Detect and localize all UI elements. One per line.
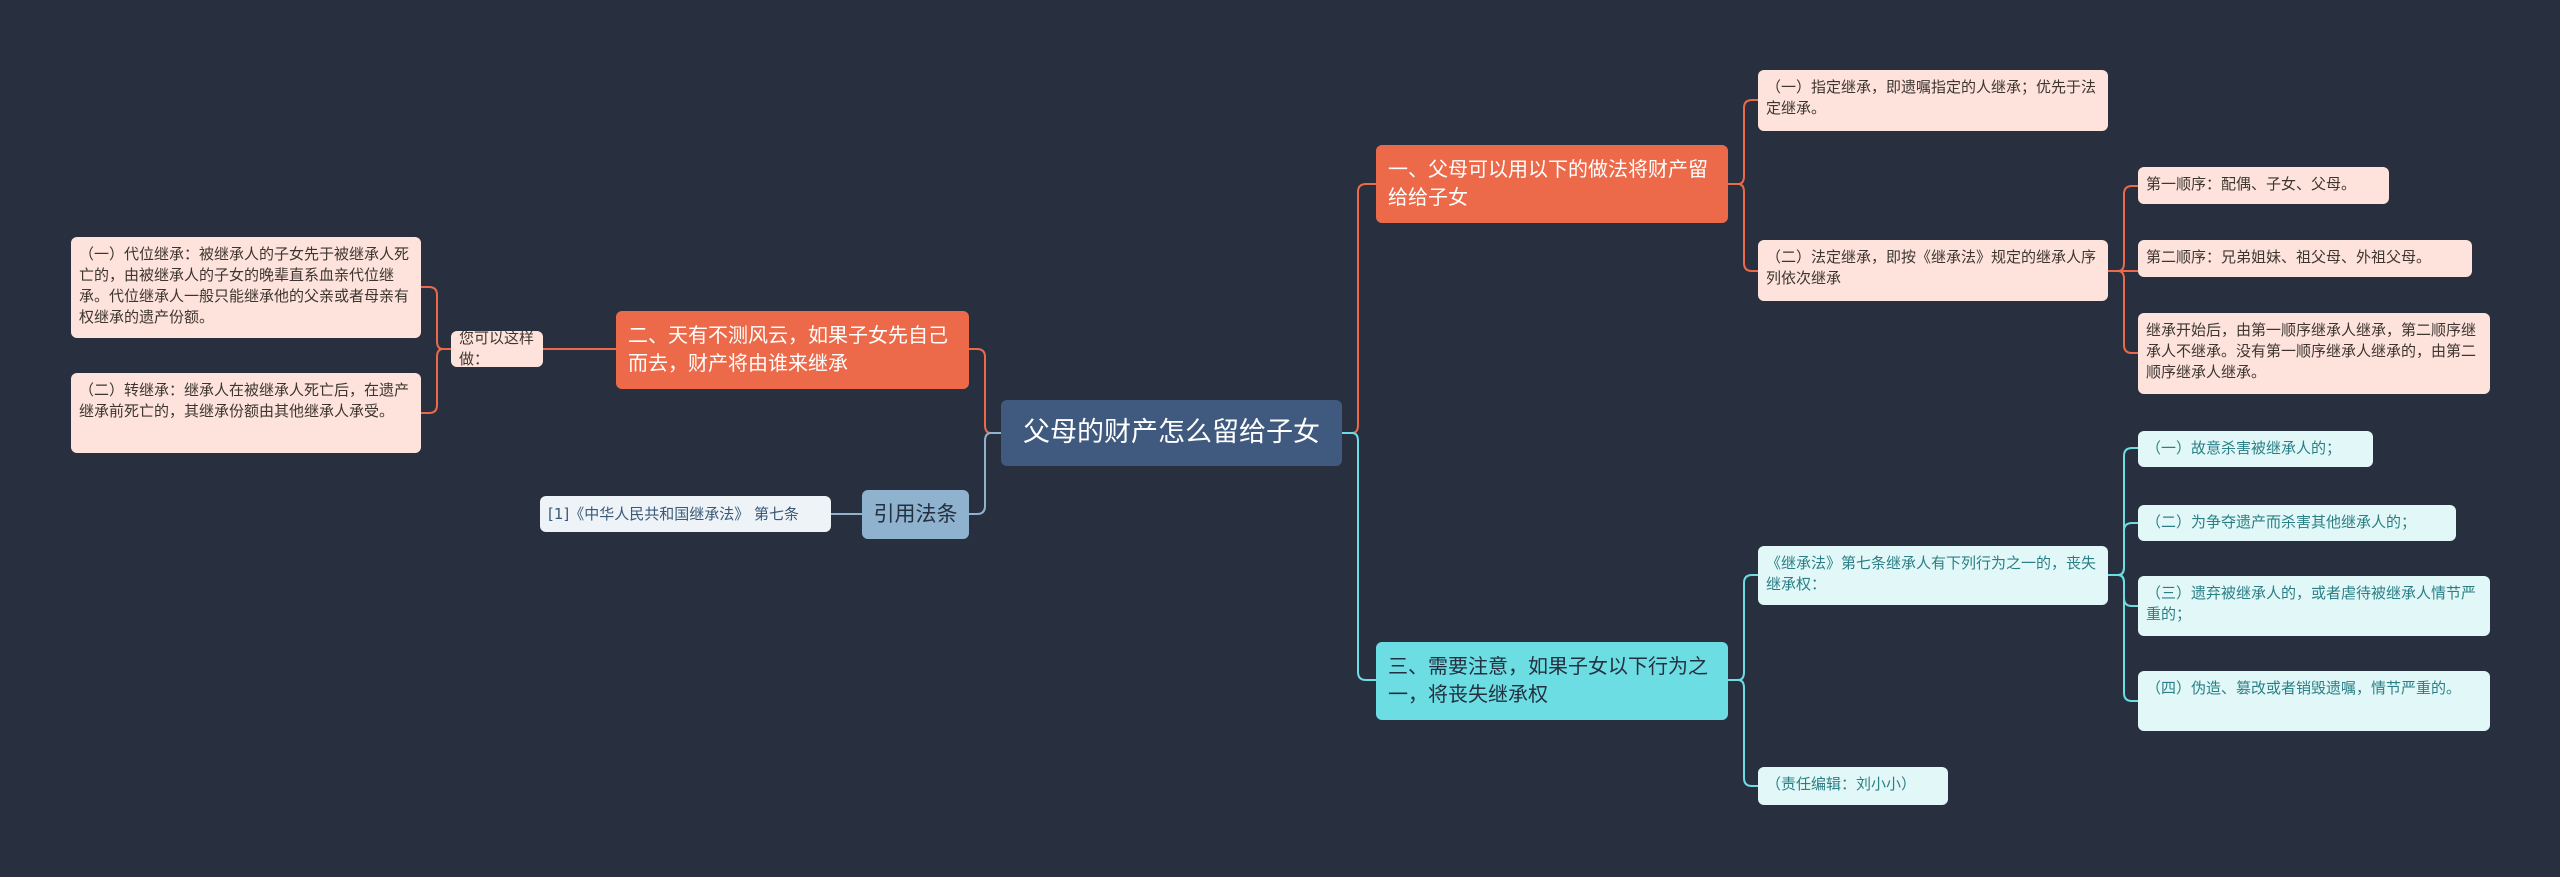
link-mid-leaf2 xyxy=(421,348,451,414)
leaf-order-note[interactable]: 继承开始后，由第一顺序继承人继承，第二顺序继承人不继承。没有第一顺序继承人继承的… xyxy=(2138,313,2490,394)
leaf-representation-inheritance[interactable]: （一）代位继承：被继承人的子女先于被继承人死亡的，由被继承人的子女的晚辈直系血亲… xyxy=(71,237,421,338)
link-branch1-child1 xyxy=(1728,99,1758,185)
leaf-designated-inheritance[interactable]: （一）指定继承，即遗嘱指定的人继承；优先于法定继承。 xyxy=(1758,70,2108,131)
list-item-disqualification-1[interactable]: （一）故意杀害被继承人的； xyxy=(2138,431,2373,467)
list-item-disqualification-4[interactable]: （四）伪造、篡改或者销毁遗嘱，情节严重的。 xyxy=(2138,671,2490,731)
branch-child-predeceases[interactable]: 二、天有不测风云，如果子女先自己而去，财产将由谁来继承 xyxy=(616,311,969,389)
branch-cited-law[interactable]: 引用法条 xyxy=(862,490,969,539)
branch-parents-methods[interactable]: 一、父母可以用以下的做法将财产留给给子女 xyxy=(1376,145,1728,223)
leaf-article-seven-clause[interactable]: 《继承法》第七条继承人有下列行为之一的，丧失继承权： xyxy=(1758,546,2108,605)
leaf-first-order[interactable]: 第一顺序：配偶、子女、父母。 xyxy=(2138,167,2389,204)
leaf-second-order[interactable]: 第二顺序：兄弟姐妹、祖父母、外祖父母。 xyxy=(2138,240,2472,277)
link-root-branch1 xyxy=(1342,183,1376,434)
link-root-branch2 xyxy=(969,348,1001,434)
list-item-disqualification-3[interactable]: （三）遗弃被继承人的，或者虐待被继承人情节严重的； xyxy=(2138,576,2490,636)
link-root-branch4 xyxy=(969,432,1001,515)
link-branch1-child2 xyxy=(1728,183,1758,272)
branch-lose-inheritance[interactable]: 三、需要注意，如果子女以下行为之一，将丧失继承权 xyxy=(1376,642,1728,720)
link-branch3-clause xyxy=(1728,574,1758,681)
leaf-statutory-inheritance[interactable]: （二）法定继承，即按《继承法》规定的继承人序列依次继承 xyxy=(1758,240,2108,301)
leaf-law-reference[interactable]: [1]《中华人民共和国继承法》 第七条 xyxy=(540,496,831,532)
list-item-disqualification-2[interactable]: （二）为争夺遗产而杀害其他继承人的； xyxy=(2138,505,2456,541)
link-child2-order1 xyxy=(2108,185,2138,272)
leaf-transfer-inheritance[interactable]: （二）转继承：继承人在被继承人死亡后，在遗产继承前死亡的，其继承份额由其他继承人… xyxy=(71,373,421,453)
root-topic[interactable]: 父母的财产怎么留给子女 xyxy=(1001,400,1342,466)
leaf-you-can-do[interactable]: 您可以这样做： xyxy=(451,331,543,367)
link-root-branch3 xyxy=(1342,432,1376,681)
leaf-editor-credit[interactable]: （责任编辑：刘小小） xyxy=(1758,767,1948,805)
link-clause-item4 xyxy=(2108,574,2138,702)
link-child2-note xyxy=(2108,270,2138,354)
link-mid-leaf1 xyxy=(421,286,451,350)
link-branch3-editor xyxy=(1728,679,1758,787)
